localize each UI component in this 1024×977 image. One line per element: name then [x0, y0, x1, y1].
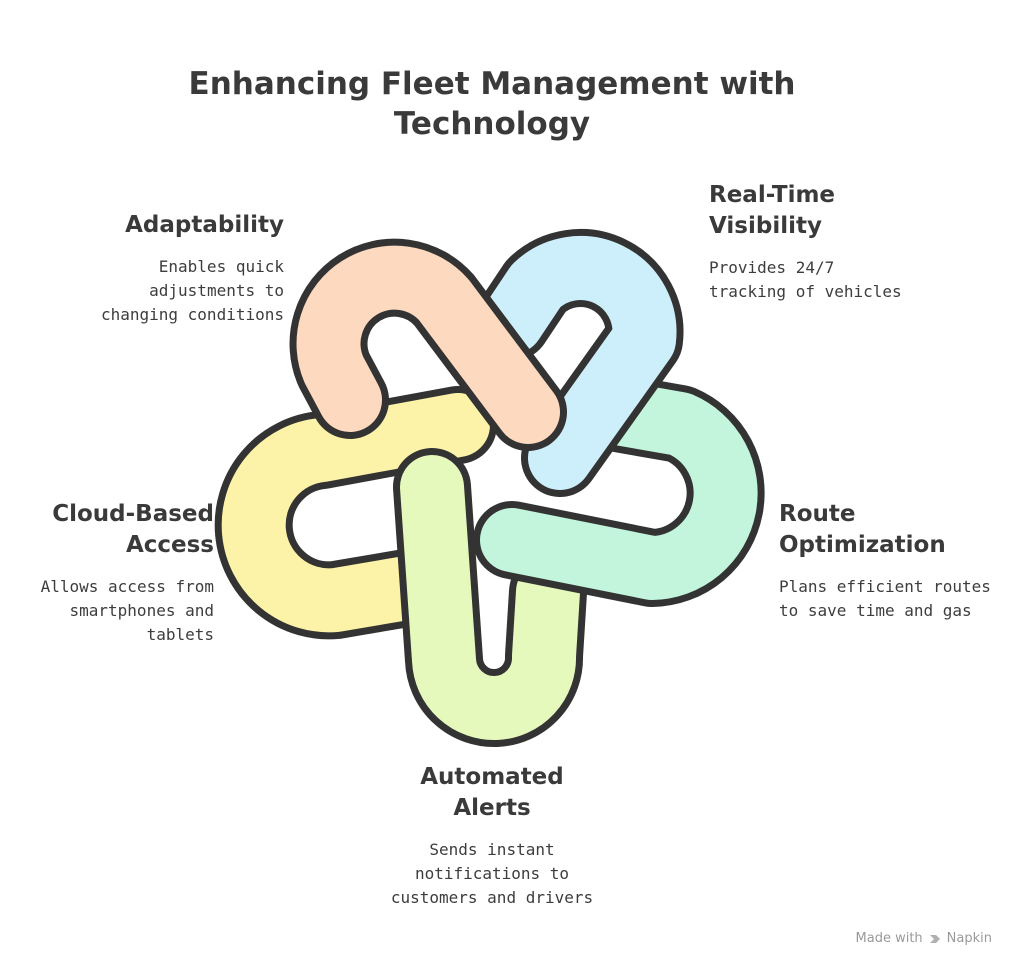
- route-description: Plans efficient routes to save time and …: [779, 575, 1011, 623]
- cloud-heading-line: Cloud-Based: [52, 501, 214, 527]
- loop-fill-realtime: [480, 236, 677, 490]
- napkin-brand-label: Napkin: [946, 931, 992, 946]
- made-with-label: Made with: [855, 931, 923, 946]
- alerts-desc-line: Sends instant: [429, 840, 555, 859]
- realtime-description: Provides 24/7 tracking of vehicles: [709, 256, 969, 304]
- adaptability-desc-line: adjustments to: [149, 281, 284, 300]
- item-cloud-based-access: Cloud-Based Access Allows access from sm…: [20, 499, 214, 647]
- realtime-desc-line: Provides 24/7: [709, 258, 835, 277]
- route-desc-line: to save time and gas: [779, 601, 972, 620]
- loop-fill-route: [480, 378, 758, 600]
- cloud-heading: Cloud-Based Access: [20, 499, 214, 561]
- cloud-desc-line: tablets: [146, 625, 214, 644]
- adaptability-desc-line: Enables quick: [158, 257, 284, 276]
- made-with-napkin-watermark: Made with Napkin: [856, 931, 992, 946]
- route-desc-line: Plans efficient routes: [779, 577, 991, 596]
- realtime-heading: Real-Time Visibility: [709, 180, 969, 242]
- loop-fill-alerts: [400, 455, 580, 741]
- cloud-heading-line: Access: [125, 532, 214, 558]
- alerts-description: Sends instant notifications to customers…: [352, 838, 632, 910]
- alerts-heading-line: Alerts: [453, 795, 531, 821]
- loop-fill-adaptability: [296, 245, 560, 444]
- cloud-desc-line: smartphones and: [69, 601, 215, 620]
- route-heading-line: Optimization: [779, 532, 946, 558]
- alerts-heading: Automated Alerts: [352, 762, 632, 824]
- cloud-desc-line: Allows access from: [40, 577, 214, 596]
- item-automated-alerts: Automated Alerts Sends instant notificat…: [352, 762, 632, 910]
- alerts-desc-line: notifications to: [414, 864, 570, 883]
- adaptability-desc-line: changing conditions: [100, 305, 284, 324]
- realtime-desc-line: tracking of vehicles: [709, 282, 902, 301]
- loop-fill-cloud: [221, 393, 490, 633]
- item-route-optimization: Route Optimization Plans efficient route…: [779, 499, 1011, 623]
- route-heading: Route Optimization: [779, 499, 1011, 561]
- adaptability-heading-line: Adaptability: [125, 212, 284, 238]
- adaptability-description: Enables quick adjustments to changing co…: [60, 255, 284, 327]
- cloud-description: Allows access from smartphones and table…: [20, 575, 214, 647]
- title-line-2: Technology: [393, 106, 591, 142]
- realtime-heading-line: Visibility: [709, 213, 822, 239]
- alerts-desc-line: customers and drivers: [390, 888, 594, 907]
- napkin-logo-icon: [929, 934, 940, 943]
- realtime-heading-line: Real-Time: [709, 182, 836, 208]
- title-line-1: Enhancing Fleet Management with: [188, 66, 796, 102]
- adaptability-heading: Adaptability: [60, 210, 284, 241]
- diagram-title: Enhancing Fleet Management with Technolo…: [0, 64, 984, 144]
- alerts-heading-line: Automated: [420, 764, 564, 790]
- route-heading-line: Route: [779, 501, 856, 527]
- item-adaptability: Adaptability Enables quick adjustments t…: [60, 210, 284, 327]
- item-real-time-visibility: Real-Time Visibility Provides 24/7 track…: [709, 180, 969, 304]
